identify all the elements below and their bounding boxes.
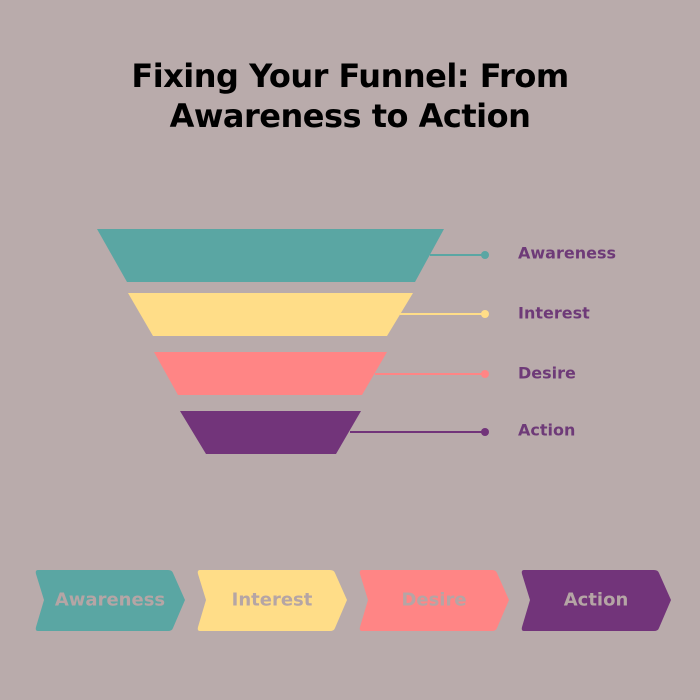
chevron-awareness bbox=[35, 570, 185, 631]
connector-dot-desire bbox=[481, 370, 489, 378]
funnel-layer-interest bbox=[128, 293, 413, 336]
funnel-label-action: Action bbox=[518, 420, 576, 440]
funnel-layer-desire bbox=[154, 352, 387, 395]
chevron-action bbox=[521, 570, 671, 631]
chevron-label-interest: Interest bbox=[231, 589, 313, 611]
chevron-interest bbox=[197, 570, 347, 631]
title-line-1: Fixing Your Funnel: From bbox=[131, 57, 569, 95]
connector-dot-interest bbox=[481, 310, 489, 318]
chevron-label-awareness: Awareness bbox=[54, 589, 166, 611]
chevron-desire bbox=[359, 570, 509, 631]
title-line-2: Awareness to Action bbox=[169, 97, 531, 135]
chevron-label-desire: Desire bbox=[401, 589, 467, 611]
funnel-label-desire: Desire bbox=[518, 363, 576, 383]
connector-dot-awareness bbox=[481, 251, 489, 259]
funnel-label-awareness: Awareness bbox=[518, 243, 616, 263]
connector-dot-action bbox=[481, 428, 489, 436]
chevron-label-action: Action bbox=[563, 589, 629, 611]
funnel-layer-action bbox=[180, 411, 361, 454]
funnel-label-interest: Interest bbox=[518, 303, 590, 323]
funnel-layer-awareness bbox=[97, 229, 444, 282]
